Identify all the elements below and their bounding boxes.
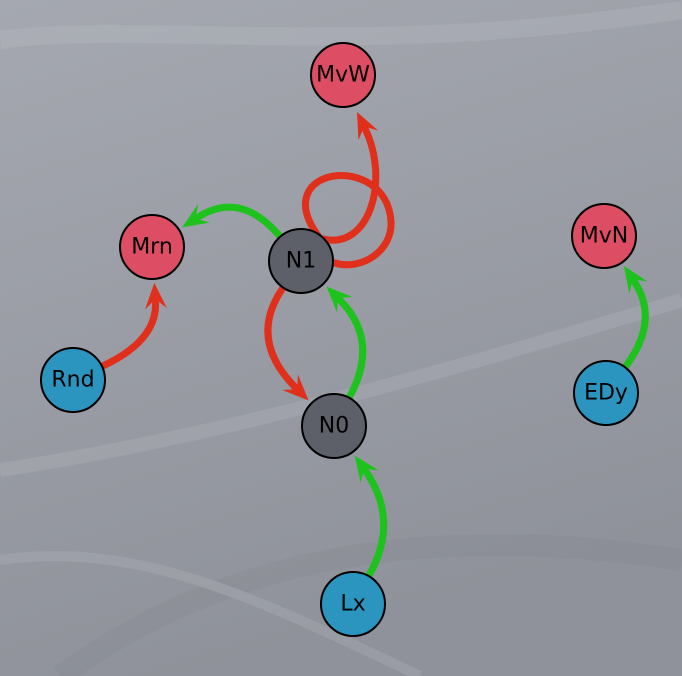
node-mvw: MvW — [310, 42, 376, 108]
node-label: Mrn — [131, 235, 173, 260]
node-circle — [310, 42, 376, 108]
node-label: N1 — [286, 249, 316, 274]
node-circle — [119, 214, 185, 280]
node-mvn: MvN — [571, 203, 637, 269]
arrowhead — [357, 112, 379, 141]
edge-line — [264, 285, 300, 392]
edge-line — [335, 295, 367, 400]
edge-n1-to-n1 — [302, 172, 395, 269]
edge-n0-to-n1 — [326, 286, 367, 400]
node-label: MvW — [316, 63, 370, 88]
arrowhead — [623, 265, 648, 294]
edge-rnd-to-mrn — [100, 282, 167, 370]
arrowhead — [354, 455, 379, 484]
edge-line — [319, 124, 380, 244]
arrowhead — [282, 374, 309, 401]
node-circle — [268, 228, 334, 294]
edge-lx-to-n0 — [354, 455, 388, 578]
edge-line — [100, 297, 159, 370]
arrowhead — [145, 282, 167, 310]
node-n0: N0 — [301, 393, 367, 459]
node-n1: N1 — [268, 228, 334, 294]
node-edy: EDy — [573, 360, 639, 426]
edge-edy-to-mvn — [622, 265, 649, 370]
node-label: MvN — [580, 224, 628, 249]
edge-line — [622, 277, 649, 370]
node-lx: Lx — [320, 571, 386, 637]
node-label: EDy — [584, 381, 628, 406]
node-circle — [301, 393, 367, 459]
node-circle — [573, 360, 639, 426]
node-circle — [320, 571, 386, 637]
node-label: Lx — [340, 592, 365, 617]
edge-n1-to-mvw — [319, 112, 380, 244]
edge-n1-to-mrn — [182, 203, 283, 239]
node-label: N0 — [319, 414, 349, 439]
edges-layer — [100, 112, 649, 578]
node-circle — [571, 203, 637, 269]
edge-line — [193, 203, 283, 239]
arrowhead — [182, 204, 211, 228]
edge-line — [361, 466, 388, 578]
node-rnd: Rnd — [40, 347, 106, 413]
edge-n1-to-n0 — [264, 285, 309, 401]
edge-line — [302, 172, 395, 269]
node-mrn: Mrn — [119, 214, 185, 280]
node-label: Rnd — [51, 368, 94, 393]
node-circle — [40, 347, 106, 413]
arrowhead — [326, 286, 353, 313]
